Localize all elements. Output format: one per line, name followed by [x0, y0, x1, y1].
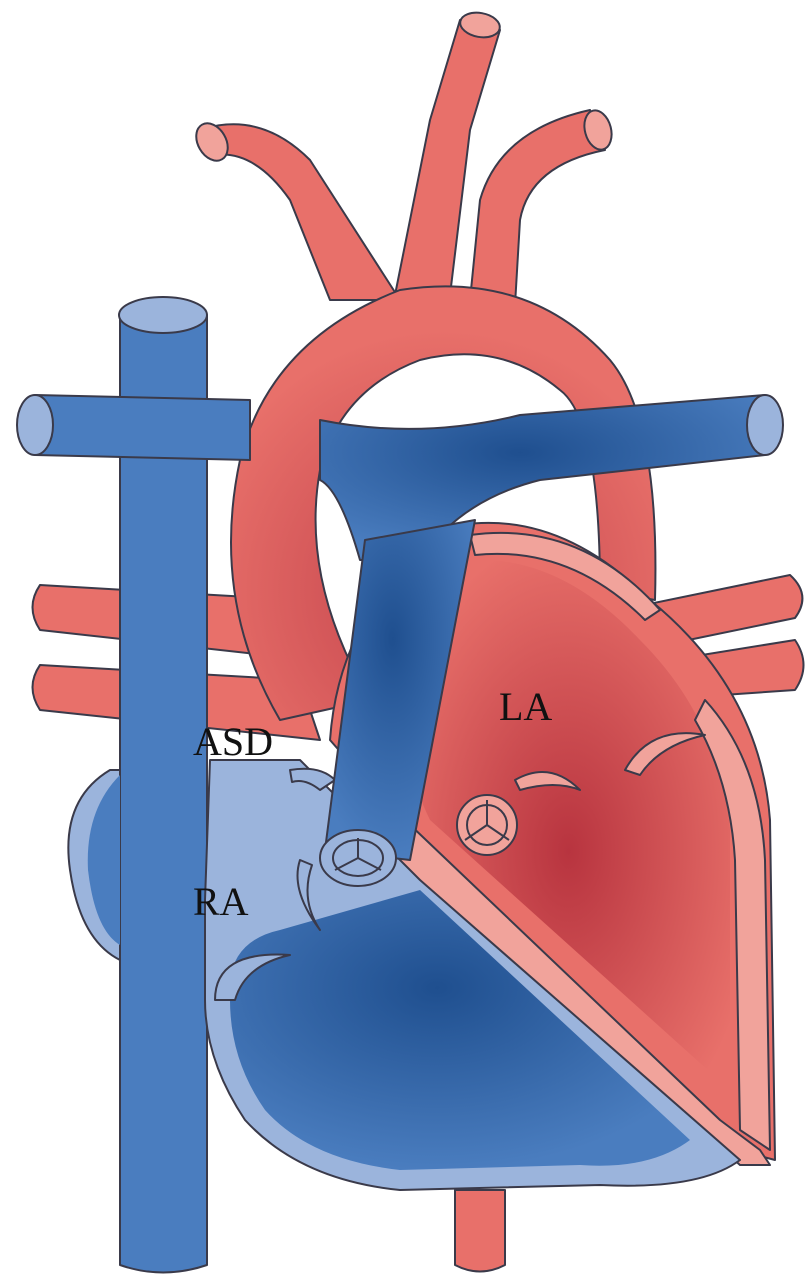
label-asd: ASD	[193, 719, 273, 764]
pulmonary-valve	[320, 830, 396, 886]
label-ra: RA	[193, 879, 249, 924]
aortic-valve	[457, 795, 517, 855]
descending-aorta-stub	[455, 1190, 505, 1272]
aortic-branch-vessels	[190, 10, 616, 305]
label-la: LA	[499, 684, 552, 729]
